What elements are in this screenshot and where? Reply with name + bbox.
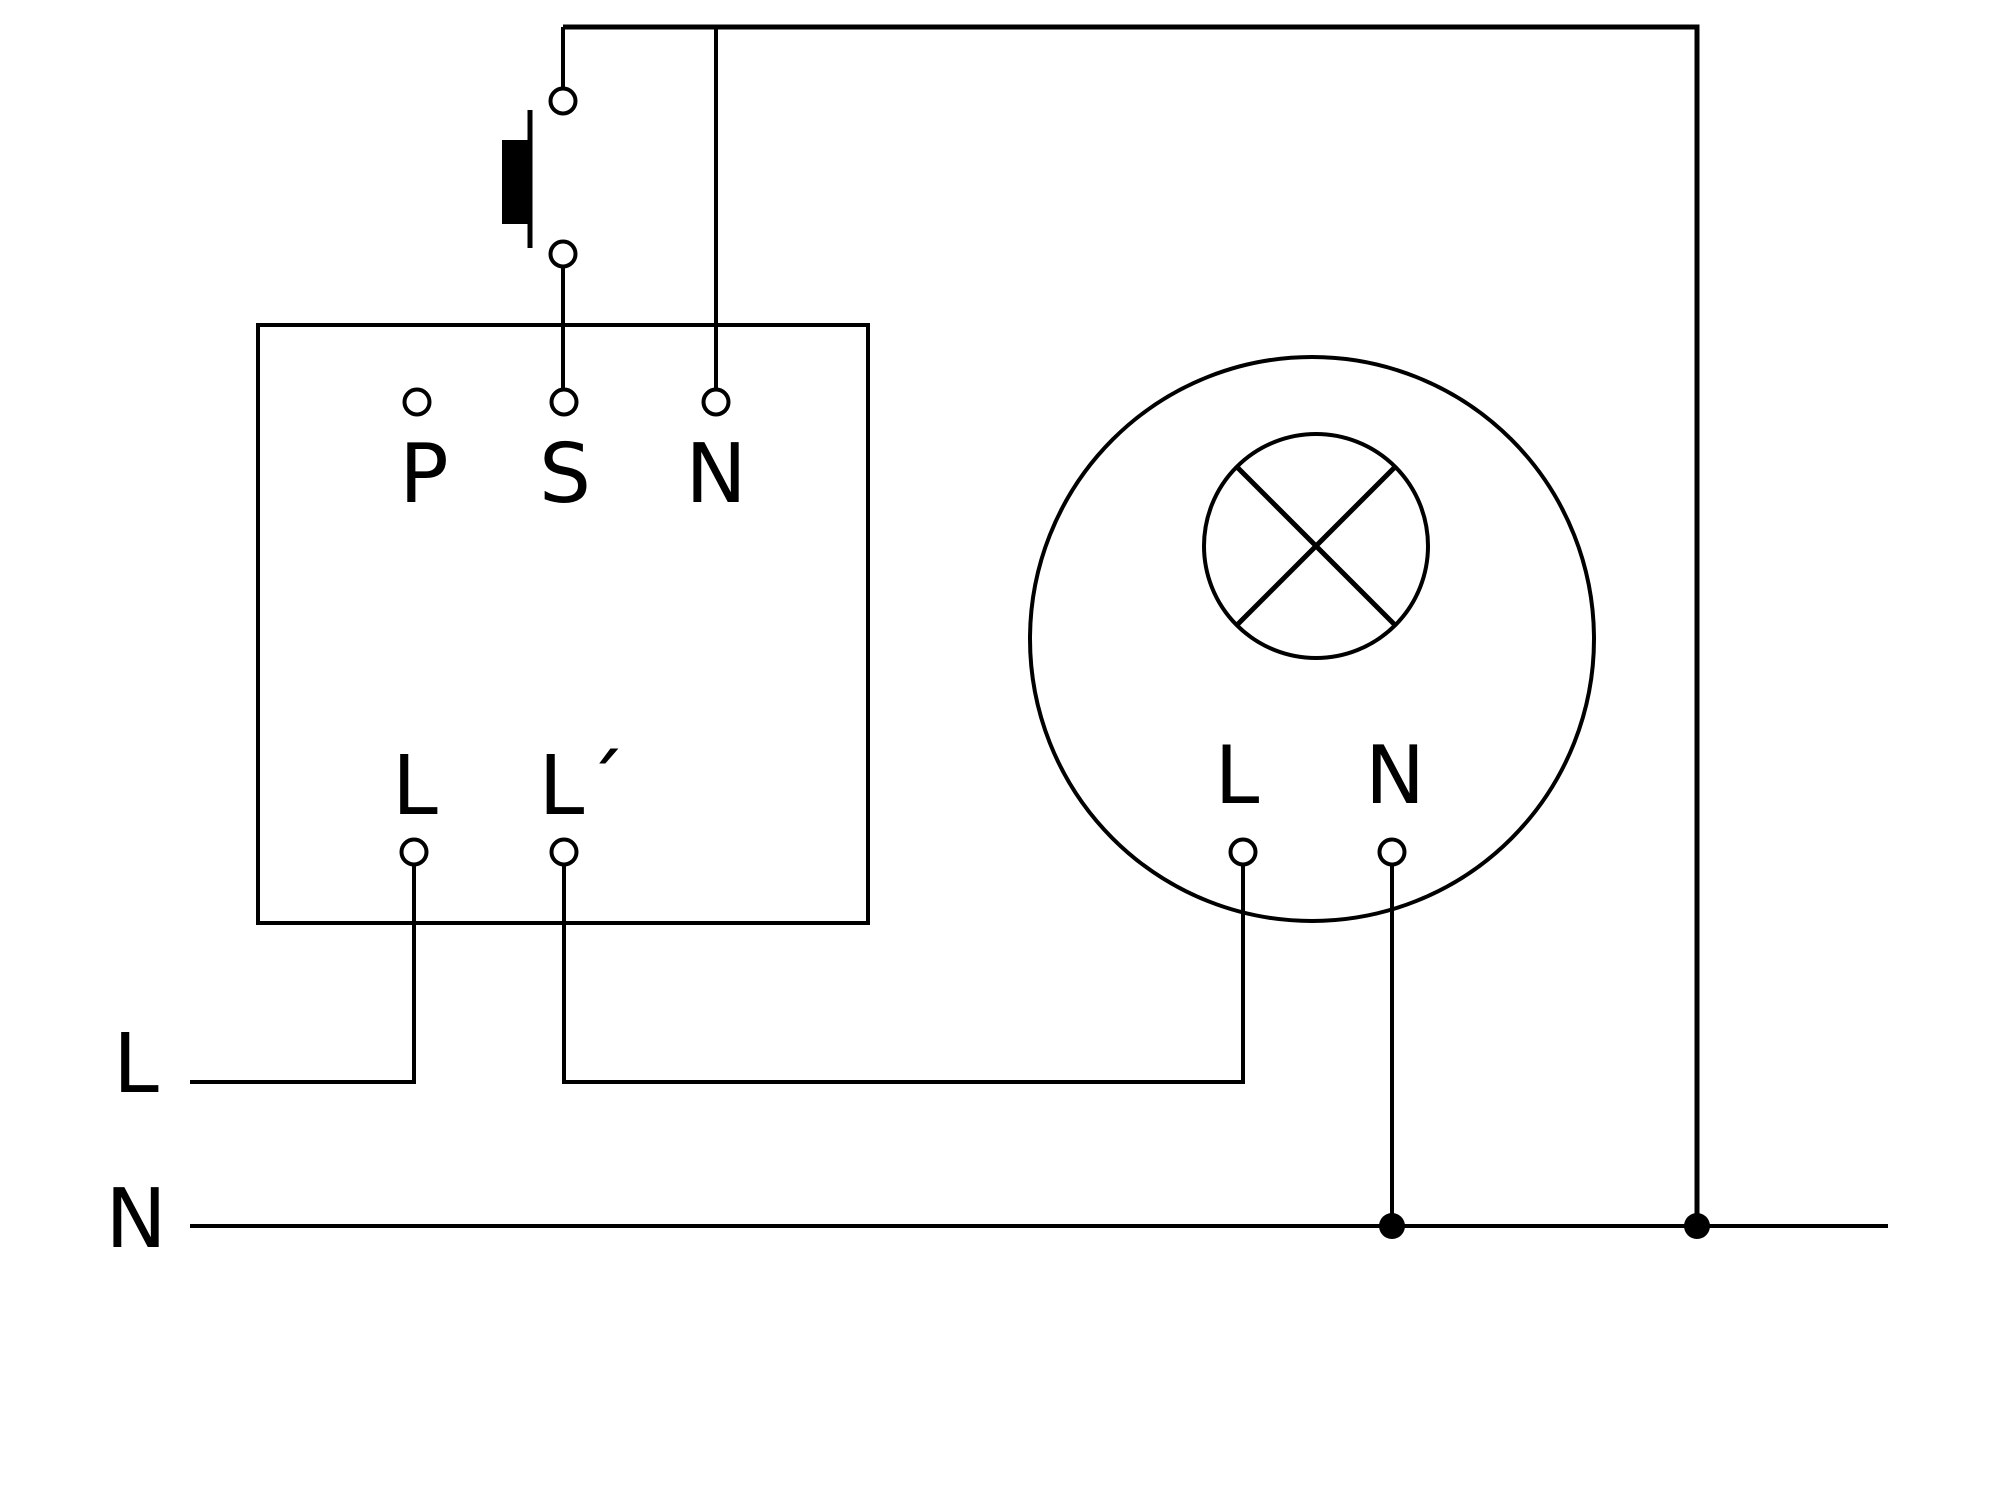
lamp-terminal-n [1377,837,1407,867]
terminal-l-prime [549,837,579,867]
push-button-contact-bottom [548,239,578,269]
junction-dot-bus-neutral [1684,1213,1710,1239]
push-button-cap-icon [502,140,529,224]
lamp-terminal-l [1228,837,1258,867]
terminal-p [402,387,432,417]
lamp-icon [1202,432,1430,660]
lamp-terminal-n-label: N [1365,729,1425,822]
terminal-s [549,387,579,417]
push-button-switch [502,86,578,269]
terminal-p-label: P [399,427,448,522]
junction-dot-lamp-neutral [1379,1213,1405,1239]
control-device-outline [256,323,870,925]
lamp-cross-stroke-2-icon [1235,465,1397,627]
terminal-l [399,837,429,867]
wires [190,24,1888,1228]
terminal-n-label: N [685,427,746,522]
terminal-l-prime-label: L´ [539,739,626,834]
wire-live-to-device [190,865,416,1084]
push-button-contact-top [548,86,578,116]
lamp-bulb-circle-icon [1202,432,1430,660]
lamp-terminal-l-label: L [1215,729,1260,822]
lamp-fixture-outline [1028,355,1596,923]
junctions [1379,1213,1710,1239]
supply-neutral-label: N [105,1172,166,1267]
wire-device-to-lamp [562,865,1245,1084]
lamp-fixture: L N [1028,355,1596,923]
supply-live-label: L [113,1017,159,1112]
terminal-s-label: S [539,427,591,522]
wire-top-bus [563,24,1700,1226]
terminal-l-label: L [392,739,438,834]
control-device: P S N L L´ [256,323,870,925]
supply-labels: L N [105,1017,166,1267]
terminal-n [701,387,731,417]
